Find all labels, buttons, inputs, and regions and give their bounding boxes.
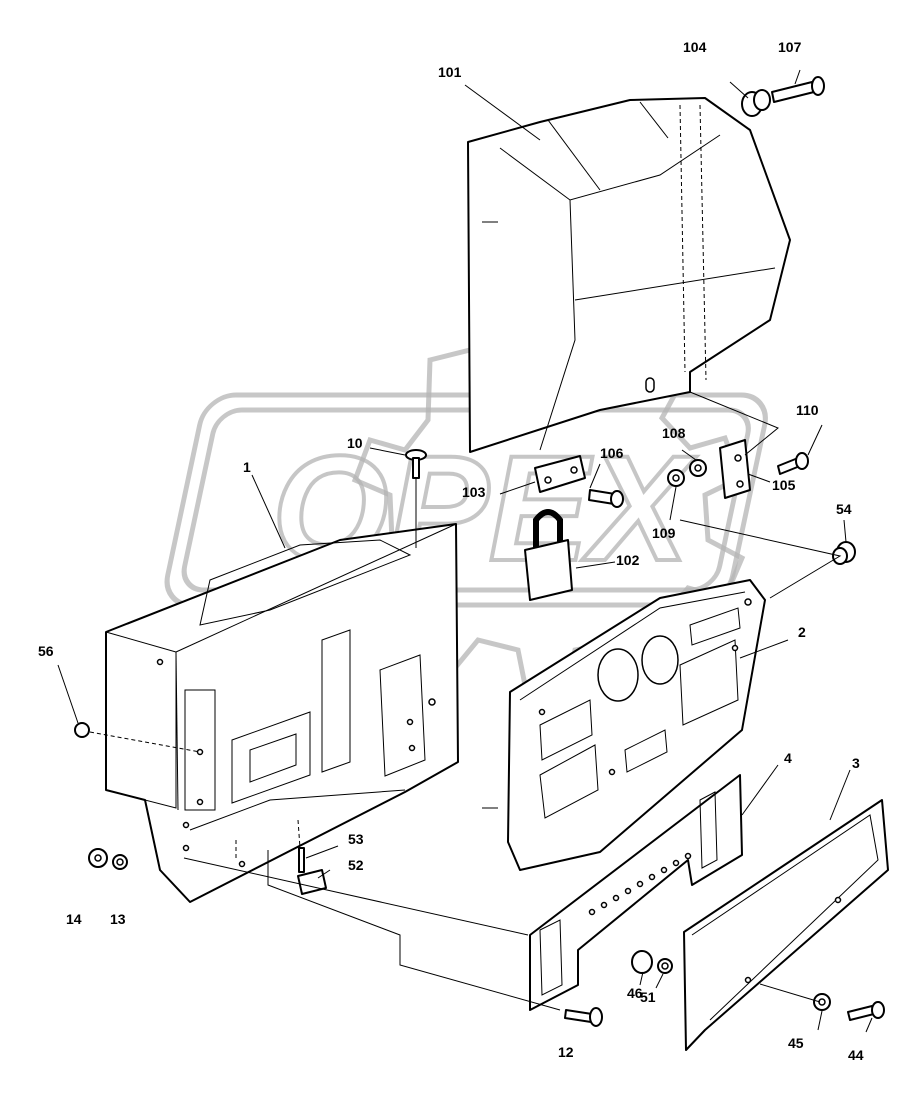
part-45-washer: [813, 993, 831, 1011]
part-54-spacer: [832, 541, 856, 565]
callout-44: 44: [848, 1047, 864, 1063]
part-4-bracket: [529, 774, 743, 1011]
callout-51: 51: [640, 989, 656, 1005]
callout-3: 3: [852, 755, 860, 771]
callout-12: 12: [558, 1044, 574, 1060]
part-10-screw: [405, 449, 427, 479]
part-53-pin: [298, 847, 305, 873]
callout-1: 1: [243, 459, 251, 475]
callout-104: 104: [683, 39, 707, 55]
part-3-side-panel: [683, 799, 889, 1051]
part-108-nut: [689, 459, 707, 477]
callout-109: 109: [652, 525, 676, 541]
callout-105: 105: [772, 477, 796, 493]
part-1-housing: [105, 523, 459, 903]
callout-102: 102: [616, 552, 640, 568]
callout-53: 53: [348, 831, 364, 847]
callout-46: 46: [627, 985, 643, 1001]
part-14-nut: [88, 848, 108, 868]
callout-54: 54: [836, 501, 852, 517]
part-101-cover: [467, 97, 791, 453]
callout-103: 103: [462, 484, 486, 500]
callout-45: 45: [788, 1035, 804, 1051]
part-46-spacer: [631, 950, 653, 974]
callout-110: 110: [796, 402, 819, 418]
part-109-nut: [667, 469, 685, 487]
part-12-screw: [564, 1007, 603, 1027]
callout-52: 52: [348, 857, 364, 873]
part-105-hinge-plate: [719, 439, 751, 499]
callout-56: 56: [38, 643, 54, 659]
part-103-hasp: [534, 455, 586, 493]
part-52-clip: [297, 869, 327, 895]
part-56-nut: [74, 722, 90, 738]
bracket-hole-row: [588, 852, 692, 916]
callout-107: 107: [778, 39, 802, 55]
part-102-padlock: [524, 509, 573, 601]
part-51-washer: [657, 958, 673, 974]
part-13-washer: [112, 854, 128, 870]
part-106-bolt: [588, 489, 624, 508]
leader-lines: [57, 69, 873, 1033]
callout-106: 106: [600, 445, 624, 461]
callout-13: 13: [110, 911, 126, 927]
callout-2: 2: [798, 624, 806, 640]
part-110-screw: [777, 452, 809, 475]
part-2-panel: [482, 579, 766, 871]
callout-10: 10: [347, 435, 363, 451]
part-107-bolt: [771, 76, 825, 103]
callout-4: 4: [784, 750, 792, 766]
part-44-screw: [847, 1001, 885, 1021]
callout-101: 101: [438, 64, 462, 80]
callout-108: 108: [662, 425, 686, 441]
callout-labels: 101 104 107 1 10 108 110 106 103 105 109…: [38, 39, 864, 1063]
part-104-bushing: [741, 89, 771, 117]
callout-14: 14: [66, 911, 82, 927]
